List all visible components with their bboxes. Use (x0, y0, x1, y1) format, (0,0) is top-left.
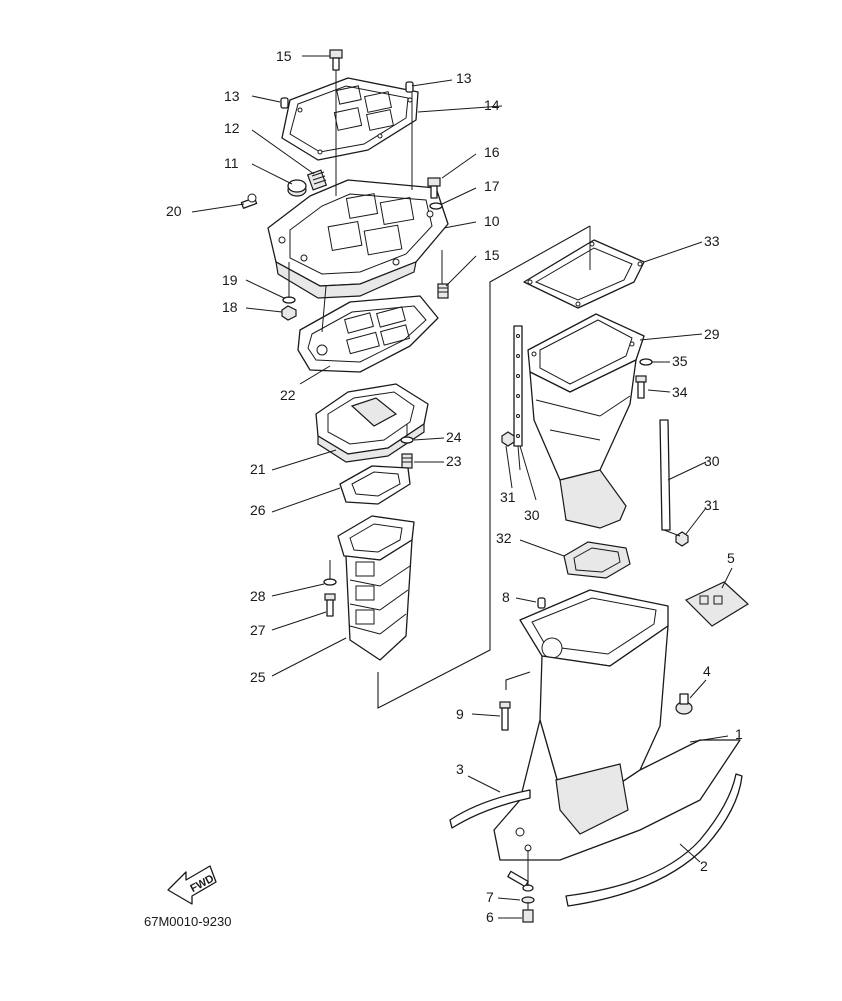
assembly-reference-lines-right (505, 226, 681, 910)
forward-direction-arrow-icon: FWD (167, 865, 217, 905)
exhaust-guide-part-10 (267, 179, 449, 299)
gasket-part-26 (339, 465, 411, 505)
callout-4: 4 (703, 663, 711, 679)
drawing-code: 67M0010-9230 (144, 914, 231, 929)
callout-30-right: 30 (704, 453, 720, 469)
callout-19: 19 (222, 272, 238, 288)
callout-23: 23 (446, 453, 462, 469)
callout-18: 18 (222, 299, 238, 315)
leader-lines (191, 55, 733, 919)
callout-8: 8 (502, 589, 510, 605)
nut-part-31-left (501, 431, 515, 447)
callout-22: 22 (280, 387, 296, 403)
dowel-pin-part-13-right (405, 81, 414, 93)
bolt-part-7 (507, 870, 534, 892)
seal-strip-part-30-left (513, 325, 523, 447)
assembly-frame-lines (377, 225, 591, 709)
callout-17: 17 (484, 178, 500, 194)
bolt-part-15-right (437, 283, 449, 299)
washer-part-24 (400, 436, 414, 444)
callout-3: 3 (456, 761, 464, 777)
callout-15-top: 15 (276, 48, 292, 64)
callout-21: 21 (250, 461, 266, 477)
callout-14: 14 (484, 97, 500, 113)
callout-13-right: 13 (456, 70, 472, 86)
callout-34: 34 (672, 384, 688, 400)
bolt-part-6 (522, 909, 534, 923)
callout-13-left: 13 (224, 88, 240, 104)
oil-pan-part-29 (527, 313, 645, 529)
gasket-upper-part-14 (281, 77, 419, 161)
gasket-part-22 (297, 295, 439, 373)
seal-part-3 (449, 789, 531, 829)
upper-casing-part-1 (493, 589, 741, 861)
callout-20: 20 (166, 203, 182, 219)
callout-2: 2 (700, 858, 708, 874)
callout-9: 9 (456, 706, 464, 722)
callout-15-right: 15 (484, 247, 500, 263)
callout-35: 35 (672, 353, 688, 369)
callout-11: 11 (224, 155, 239, 171)
muffler-part-25 (337, 515, 415, 661)
grommet-part-4 (675, 693, 693, 715)
callout-33: 33 (704, 233, 720, 249)
bolt-part-16 (427, 177, 441, 199)
bolt-part-34 (635, 375, 647, 399)
bolt-part-23 (401, 453, 413, 469)
callout-25: 25 (250, 669, 266, 685)
callout-16: 16 (484, 144, 500, 160)
seal-part-2 (565, 773, 743, 907)
pin-part-8 (537, 597, 546, 609)
bolt-part-15-top (329, 49, 343, 71)
nut-part-18 (281, 305, 297, 321)
callout-27: 27 (250, 622, 266, 638)
callout-30-left: 30 (524, 507, 540, 523)
sensor-part-12 (306, 169, 328, 191)
bolt-part-27 (324, 593, 336, 617)
washer-part-17 (429, 202, 443, 210)
callout-26: 26 (250, 502, 266, 518)
washer-part-35 (639, 358, 653, 366)
callout-1: 1 (735, 726, 743, 742)
callout-5: 5 (727, 550, 735, 566)
seal-part-32 (563, 541, 631, 579)
seal-strip-part-30-right (659, 419, 671, 531)
callout-24: 24 (446, 429, 462, 445)
callout-labels: 1 2 3 4 5 6 7 8 9 10 11 12 13 13 14 15 1… (166, 48, 743, 925)
nipple-part-20 (240, 193, 258, 209)
callout-31-right: 31 (704, 497, 720, 513)
callout-12: 12 (224, 120, 240, 136)
callout-31-left: 31 (500, 489, 516, 505)
callout-29: 29 (704, 326, 720, 342)
dowel-pin-part-13-left (280, 97, 289, 109)
callout-10: 10 (484, 213, 500, 229)
bolt-part-9 (499, 701, 511, 731)
callout-6: 6 (486, 909, 494, 925)
callout-7: 7 (486, 889, 494, 905)
callout-32: 32 (496, 530, 512, 546)
gasket-part-33 (523, 239, 645, 309)
plate-part-21 (315, 383, 429, 463)
assembly-reference-lines-left (288, 70, 443, 580)
damper-part-5 (684, 581, 749, 627)
cap-part-11 (287, 179, 307, 197)
callout-28: 28 (250, 588, 266, 604)
